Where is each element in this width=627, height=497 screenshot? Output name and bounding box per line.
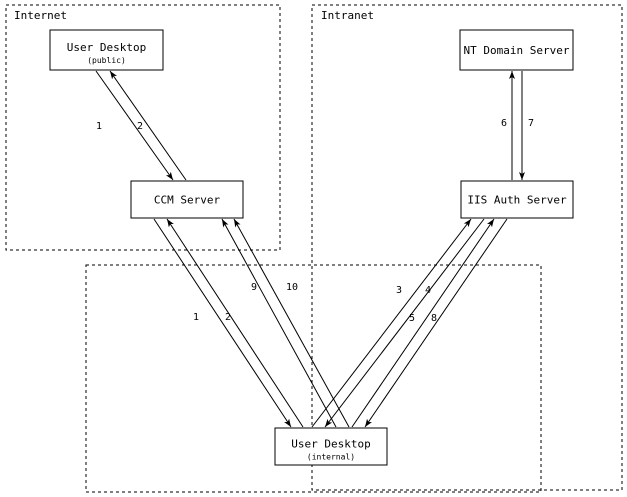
- node-subtitle-user-desktop-public: (public): [87, 56, 126, 65]
- flow-labels-layer: 1 2 1 2 9 10 6 7 3 4 5 8: [96, 118, 534, 324]
- flow-label-f1: 1: [96, 121, 102, 132]
- flow-arrow-f2b: [166, 218, 304, 428]
- flow-label-f9: 9: [251, 282, 257, 293]
- flow-arrow-f2: [109, 70, 187, 181]
- flow-label-f1b: 1: [193, 312, 199, 323]
- flow-arrow-f1b: [153, 218, 292, 428]
- node-user-desktop-public[interactable]: User Desktop (public): [49, 29, 164, 71]
- flow-label-f10: 10: [286, 282, 298, 293]
- zones-layer: Internet Intranet: [5, 4, 623, 493]
- flows-layer: [95, 70, 525, 428]
- flow-label-f2: 2: [137, 121, 143, 132]
- node-ccm-server[interactable]: CCM Server: [130, 180, 244, 219]
- flow-label-f2b: 2: [225, 312, 231, 323]
- node-box-nt-domain-server: [459, 29, 574, 71]
- zone-label-internet: Internet: [14, 9, 67, 22]
- node-subtitle-user-desktop-internal: (internal): [307, 453, 355, 462]
- node-title-user-desktop-public: User Desktop: [67, 41, 146, 54]
- node-box-ccm-server: [130, 180, 244, 219]
- flow-label-f4: 4: [425, 285, 431, 296]
- flow-arrow-f4: [324, 218, 485, 428]
- node-title-nt-domain-server: NT Domain Server: [464, 44, 570, 57]
- flow-arrow-f10: [233, 218, 350, 428]
- zone-boundary-intranet: [311, 4, 623, 491]
- node-title-iis-auth-server: IIS Auth Server: [467, 194, 567, 207]
- flow-label-f8: 8: [431, 313, 437, 324]
- flow-arrow-f1: [95, 70, 174, 181]
- flow-label-f3: 3: [396, 285, 402, 296]
- node-iis-auth-server[interactable]: IIS Auth Server: [460, 180, 574, 219]
- zone-label-intranet: Intranet: [321, 9, 374, 22]
- flow-arrow-f9: [221, 218, 337, 428]
- node-box-user-desktop-internal: [274, 427, 388, 466]
- node-box-user-desktop-public: [49, 29, 164, 71]
- node-user-desktop-internal[interactable]: User Desktop (internal): [274, 427, 388, 466]
- flow-label-f6: 6: [501, 118, 507, 129]
- node-nt-domain-server[interactable]: NT Domain Server: [459, 29, 574, 71]
- node-title-user-desktop-internal: User Desktop: [291, 438, 370, 451]
- node-box-iis-auth-server: [460, 180, 574, 219]
- flow-arrow-f8: [364, 218, 508, 428]
- zone-boundary-internal: [85, 264, 542, 493]
- flow-arrow-f3: [311, 218, 472, 428]
- flow-label-f5: 5: [409, 313, 415, 324]
- flow-arrow-f5: [351, 218, 495, 428]
- nodes-layer: User Desktop (public) CCM Server NT Domain …: [49, 29, 574, 466]
- node-title-ccm-server: CCM Server: [154, 194, 221, 207]
- zone-boundary-internet: [5, 4, 281, 251]
- flow-label-f7: 7: [528, 118, 534, 129]
